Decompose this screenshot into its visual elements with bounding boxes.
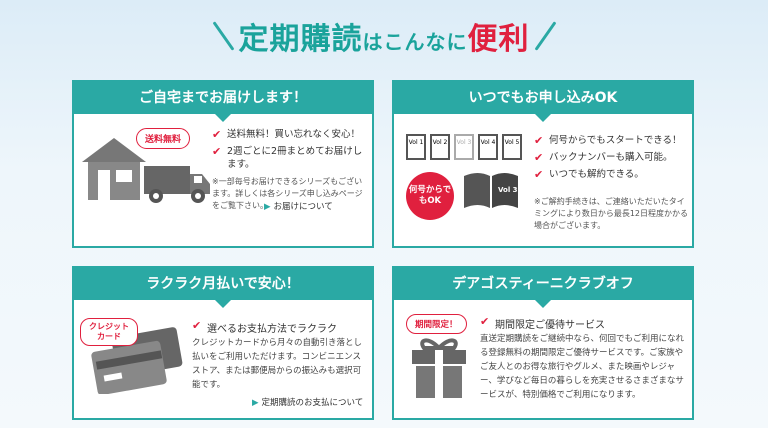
card-subscription: いつでもお申し込みOK Vol 1 Vol 2 Vol 3 Vol 4 Vol … — [392, 80, 694, 248]
feature-item: ✔ いつでも解約できる。 — [534, 168, 692, 181]
card-title: ラクラク月払いで安心！ — [72, 266, 374, 308]
books-illustration: Vol 1 Vol 2 Vol 3 Vol 4 Vol 5 Vol 3 何号から… — [406, 134, 536, 224]
check-icon: ✔ — [534, 168, 544, 181]
open-book-icon — [464, 173, 518, 208]
credit-card-badge: クレジットカード — [80, 318, 138, 346]
feature-item: ✔ バックナンバーも購入可能。 — [534, 151, 692, 164]
book-vol-label: Vol 3 — [498, 186, 518, 194]
title-part-3: 便利 — [467, 22, 530, 57]
feature-list: ✔ 送料無料！買い忘れなく安心！ ✔ 2週ごとに2冊まとめてお届けします。 — [212, 128, 370, 175]
vol-book: Vol 4 — [478, 134, 498, 160]
title-part-2: はこんなに — [362, 30, 468, 54]
feature-item: ✔ 何号からでもスタートできる！ — [534, 134, 692, 147]
feature-text: 2週ごとに2冊まとめてお届けします。 — [227, 146, 363, 170]
cancel-note: ※ご解約手続きは、ご連絡いただいたタイミングにより数日から最長12日程度かかる場… — [534, 197, 689, 230]
card-title: ご自宅までお届けします！ — [72, 80, 374, 122]
truck-icon — [144, 166, 210, 203]
section-heading: 定期購読はこんなに便利 — [0, 8, 768, 64]
free-shipping-badge: 送料無料 — [136, 128, 191, 149]
card-club-off: デアゴスティーニクラブオフ 期間限定！ ✔ 期間限定ご優待サービス 直送定期購読を… — [392, 266, 694, 420]
arrow-right-icon: ▶ — [264, 202, 271, 212]
subtitle-text: 選べるお支払方法でラクラク — [207, 324, 337, 335]
link-text[interactable]: お届けについて — [273, 202, 333, 212]
payment-subtitle: ✔ 選べるお支払方法でラクラク — [192, 319, 337, 335]
feature-text: 何号からでもスタートできる！ — [549, 135, 682, 146]
check-icon: ✔ — [192, 319, 202, 332]
house-icon — [82, 138, 146, 200]
check-icon: ✔ — [534, 134, 544, 147]
check-icon: ✔ — [480, 315, 490, 328]
limited-time-badge: 期間限定！ — [406, 314, 467, 334]
feature-text: バックナンバーも購入可能。 — [549, 152, 673, 163]
check-icon: ✔ — [212, 145, 222, 158]
club-off-subtitle: ✔ 期間限定ご優待サービス — [480, 315, 605, 331]
payment-body: クレジットカードから月々の自動引き落とし払いをご利用いただけます。コンビニエンス… — [192, 338, 363, 390]
vol-book: Vol 1 — [406, 134, 426, 160]
vol-row: Vol 1 Vol 2 Vol 3 Vol 4 Vol 5 — [406, 134, 522, 160]
gift-icon — [412, 338, 466, 398]
payment-link[interactable]: ▶定期購読のお支払について — [252, 396, 363, 408]
card-delivery: ご自宅までお届けします！ 送料無料 ✔ 送料無料！買い忘れなく安心！ ✔ 2週ごとに… — [72, 80, 374, 248]
house-truck-illustration — [82, 138, 210, 203]
vol-book: Vol 3 — [454, 134, 474, 160]
link-text[interactable]: 定期購読のお支払について — [261, 398, 364, 408]
card-payment: ラクラク月払いで安心！ クレジットカード ✔ 選べるお支払方法でラクラク クレジッ… — [72, 266, 374, 420]
subtitle-text: 期間限定ご優待サービス — [495, 320, 605, 331]
title-part-1: 定期購読 — [238, 22, 363, 57]
vol-book: Vol 2 — [430, 134, 450, 160]
check-icon: ✔ — [212, 128, 222, 141]
feature-text: いつでも解約できる。 — [549, 169, 644, 180]
any-issue-badge: 何号からでもOK — [406, 172, 454, 220]
feature-text: 送料無料！買い忘れなく安心！ — [227, 129, 361, 140]
feature-item: ✔ 送料無料！買い忘れなく安心！ — [212, 128, 370, 141]
check-icon: ✔ — [534, 151, 544, 164]
feature-item: ✔ 2週ごとに2冊まとめてお届けします。 — [212, 145, 370, 171]
heading-slash-left — [212, 21, 234, 51]
club-off-body: 直送定期購読をご継続中なら、何回でもご利用になれる登録無料の期間限定ご優待サービ… — [480, 334, 685, 400]
vol-book: Vol 5 — [502, 134, 522, 160]
page-title: 定期購読はこんなに便利 — [239, 14, 530, 58]
arrow-right-icon: ▶ — [252, 398, 259, 408]
card-title: いつでもお申し込みOK — [392, 80, 694, 122]
heading-slash-right — [534, 21, 556, 51]
delivery-note: ※一部毎号お届けできるシリーズもございます。詳しくは各シリーズ申し込みページをご… — [212, 177, 363, 210]
card-title: デアゴスティーニクラブオフ — [392, 266, 694, 308]
delivery-link[interactable]: ▶お届けについて — [264, 200, 333, 212]
feature-list: ✔ 何号からでもスタートできる！ ✔ バックナンバーも購入可能。 ✔ いつでも解約でき… — [534, 134, 692, 185]
